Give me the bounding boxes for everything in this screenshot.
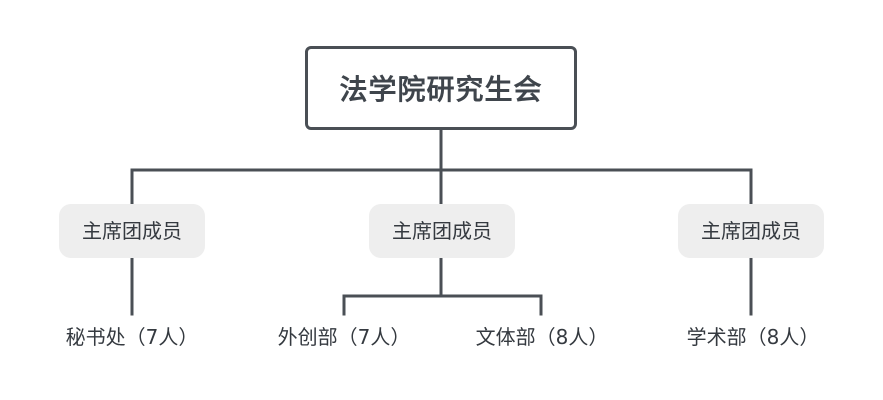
leaf-label-group-2-item-2: 文体部（8人） — [475, 325, 609, 349]
leaf-label-group-3-item-1: 学术部（8人） — [686, 325, 820, 349]
group-node-2: 主席团成员 — [369, 204, 515, 258]
leaf-label-group-2-item-1: 外创部（7人） — [277, 325, 411, 349]
group-node-1: 主席团成员 — [59, 204, 205, 258]
root-node: 法学院研究生会 — [305, 46, 577, 130]
group-node-3: 主席团成员 — [678, 204, 824, 258]
leaf-label-group-1-item-1: 秘书处（7人） — [65, 325, 199, 349]
